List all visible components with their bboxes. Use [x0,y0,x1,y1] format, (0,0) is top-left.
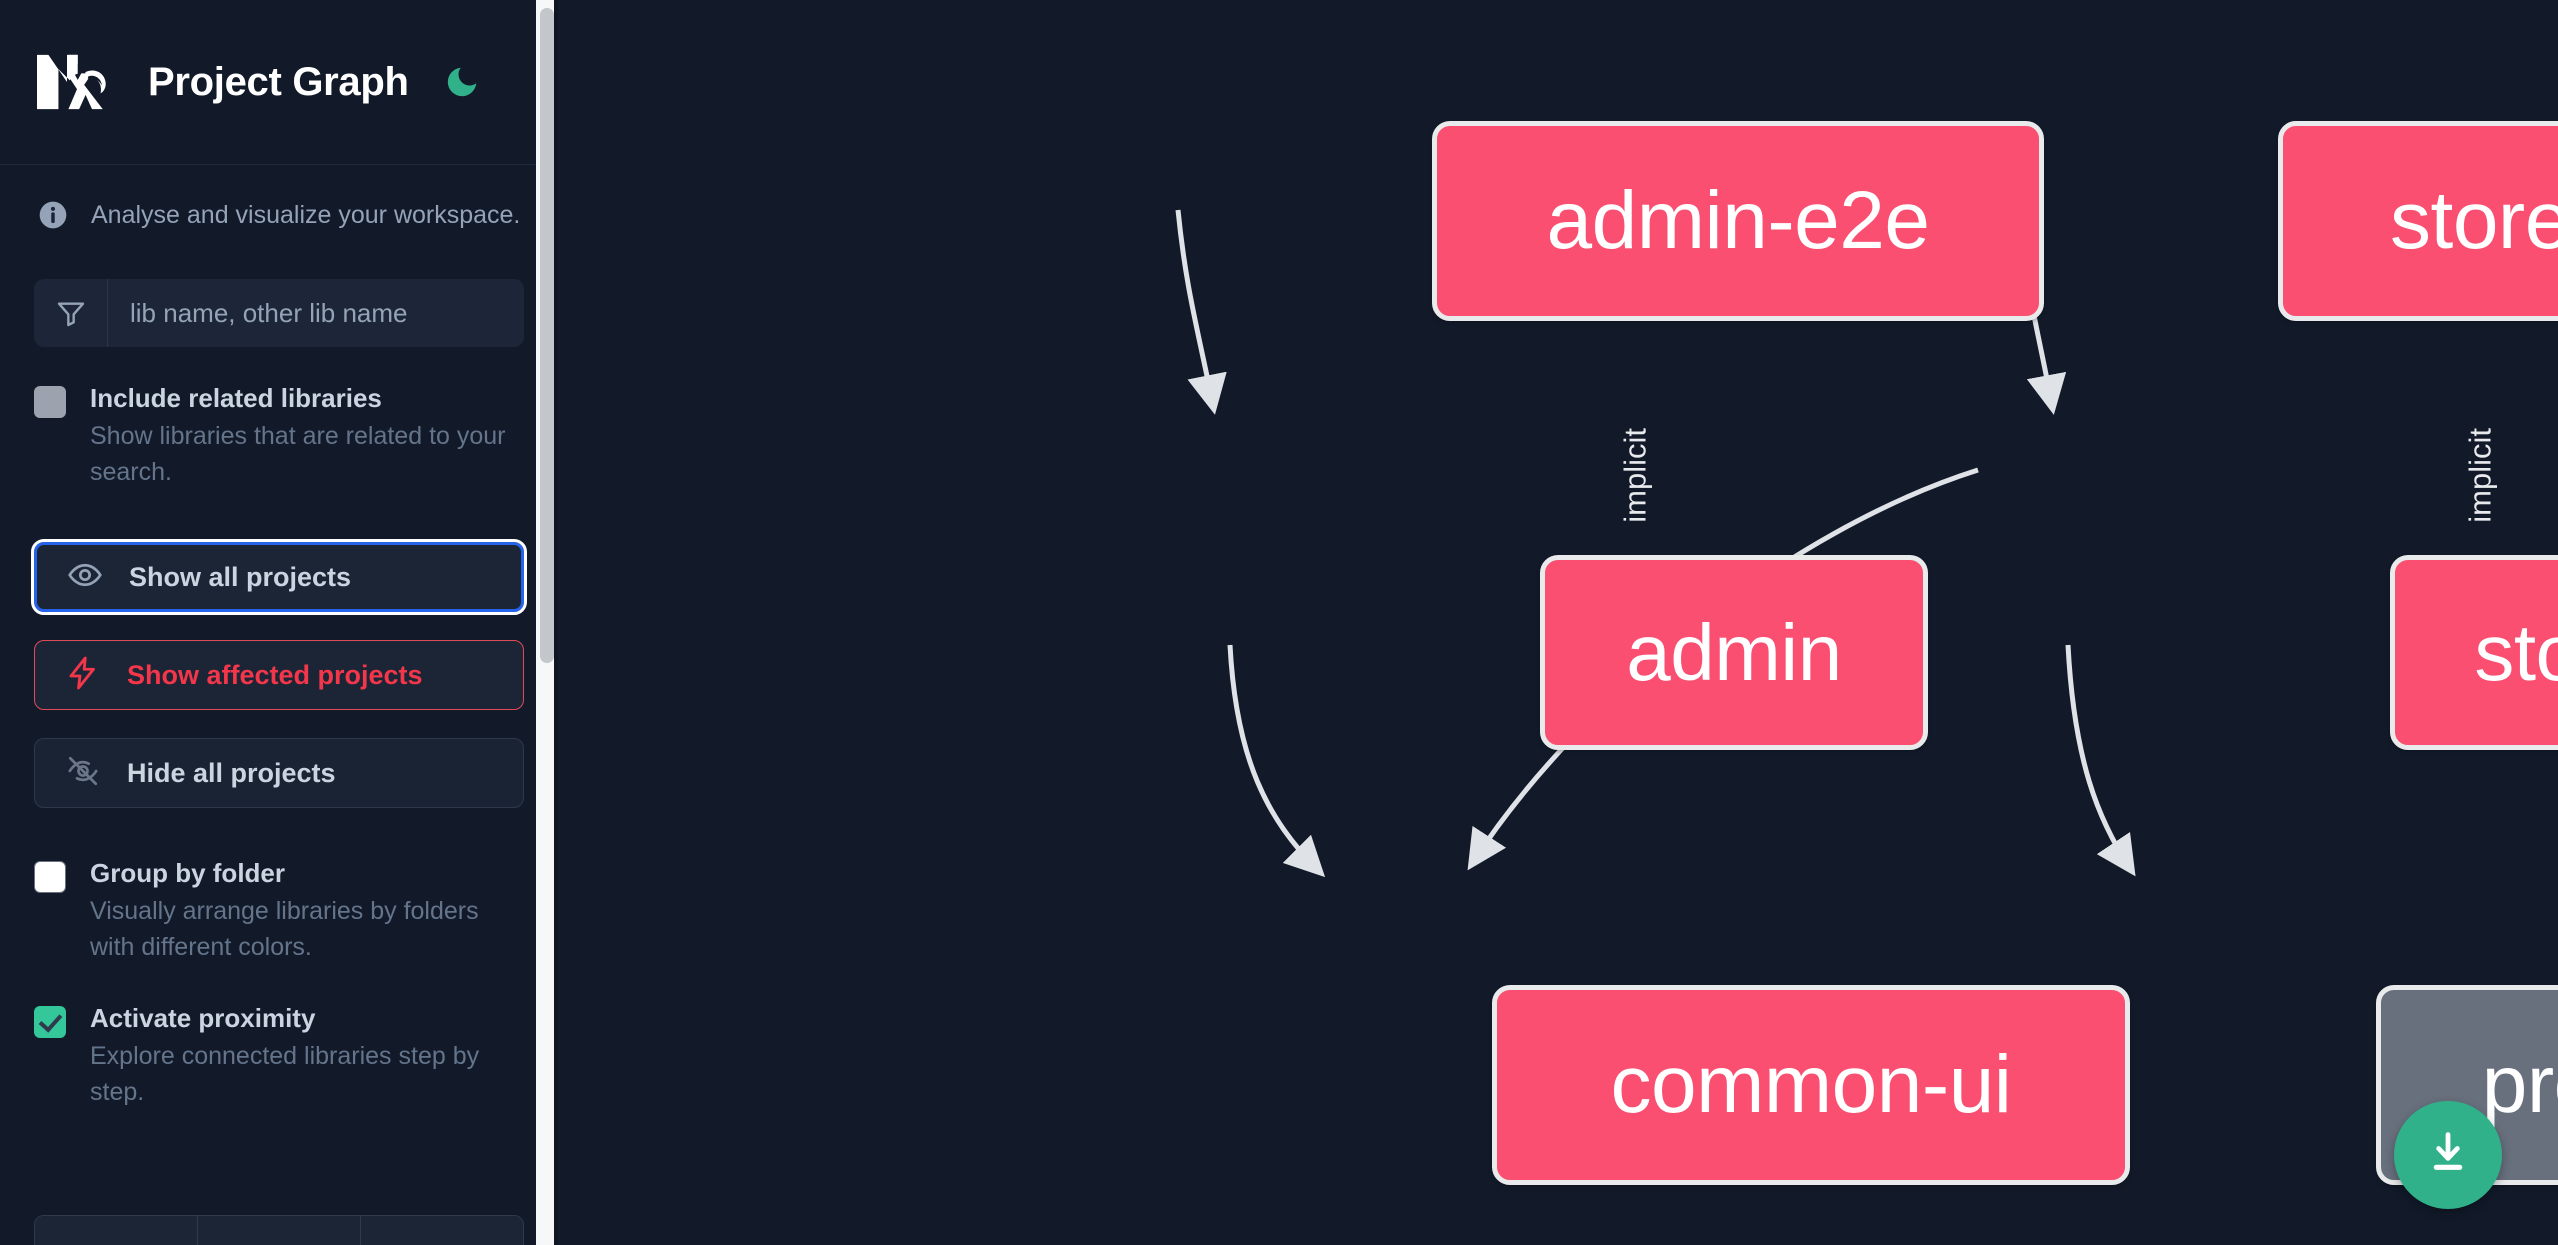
edge-label-implicit-store: implicit [2462,428,2498,523]
hide-all-projects-button[interactable]: Hide all projects [34,738,524,809]
include-related-label: Include related libraries [90,383,382,413]
show-affected-projects-button[interactable]: Show affected projects [34,640,524,711]
node-label: store-e2e [2390,175,2558,266]
graph-node-admin[interactable]: admin [1540,555,1928,750]
lightning-bolt-icon [65,655,101,696]
eye-icon [67,557,103,598]
checkbox-group-by-folder[interactable]: Group by folder Visually arrange librari… [34,856,524,965]
group-by-folder-checkbox[interactable] [34,861,66,894]
activate-proximity-label: Activate proximity [90,1003,316,1034]
sidebar-body: Analyse and visualize your workspace. In… [0,165,558,1110]
node-label: store [2474,607,2558,697]
sidebar-scrollbar[interactable] [536,0,558,1245]
node-label: common-ui [1610,1039,2012,1130]
graph-node-store[interactable]: store [2390,555,2558,750]
show-affected-projects-label: Show affected projects [127,659,423,690]
eye-off-icon [65,753,101,794]
node-label: admin [1626,607,1842,697]
sidebar-header: Project Graph [0,0,558,165]
info-icon [37,199,69,231]
segmented-control[interactable] [34,1215,524,1245]
group-by-folder-label: Group by folder [90,858,285,889]
segmented-option-3[interactable] [361,1216,523,1245]
graph-node-common-ui[interactable]: common-ui [1492,985,2130,1185]
sidebar: Project Graph Analyse and visualize your… [0,0,558,1245]
edge-label-implicit-admin: implicit [1617,428,1653,523]
segmented-option-2[interactable] [198,1216,361,1245]
graph-node-admin-e2e[interactable]: admin-e2e [1432,121,2044,321]
hide-all-projects-label: Hide all projects [127,757,336,788]
moon-icon[interactable] [439,59,485,105]
node-label: admin-e2e [1546,175,1930,266]
node-label: products [2481,1039,2558,1130]
sidebar-scrollbar-thumb[interactable] [540,8,554,663]
activate-proximity-checkbox[interactable] [34,1006,66,1039]
checkbox-include-related[interactable]: Include related libraries Show libraries… [34,381,524,490]
analyse-hint: Analyse and visualize your workspace. [34,165,524,231]
analyse-text: Analyse and visualize your workspace. [91,200,521,229]
app-title: Project Graph [148,59,409,104]
activate-proximity-description: Explore connected libraries step by step… [90,1042,480,1106]
include-related-checkbox[interactable] [34,386,66,418]
checkbox-activate-proximity[interactable]: Activate proximity Explore connected lib… [34,1001,524,1110]
download-graph-button[interactable] [2394,1101,2502,1209]
include-related-description: Show libraries that are related to your … [90,422,506,486]
graph-node-store-e2e[interactable]: store-e2e [2278,121,2558,321]
graph-canvas[interactable]: admin-e2e store-e2e admin store common-u… [558,0,2558,1245]
download-icon [2422,1127,2474,1184]
show-all-projects-label: Show all projects [129,561,352,592]
group-by-folder-description: Visually arrange libraries by folders wi… [90,897,479,961]
filter-box[interactable] [34,279,524,347]
sidebar-edge [554,0,558,1245]
show-all-projects-button[interactable]: Show all projects [31,539,527,616]
funnel-icon [34,279,108,347]
segmented-option-1[interactable] [35,1216,198,1245]
filter-input[interactable] [108,279,524,347]
nx-logo-icon [34,52,120,112]
